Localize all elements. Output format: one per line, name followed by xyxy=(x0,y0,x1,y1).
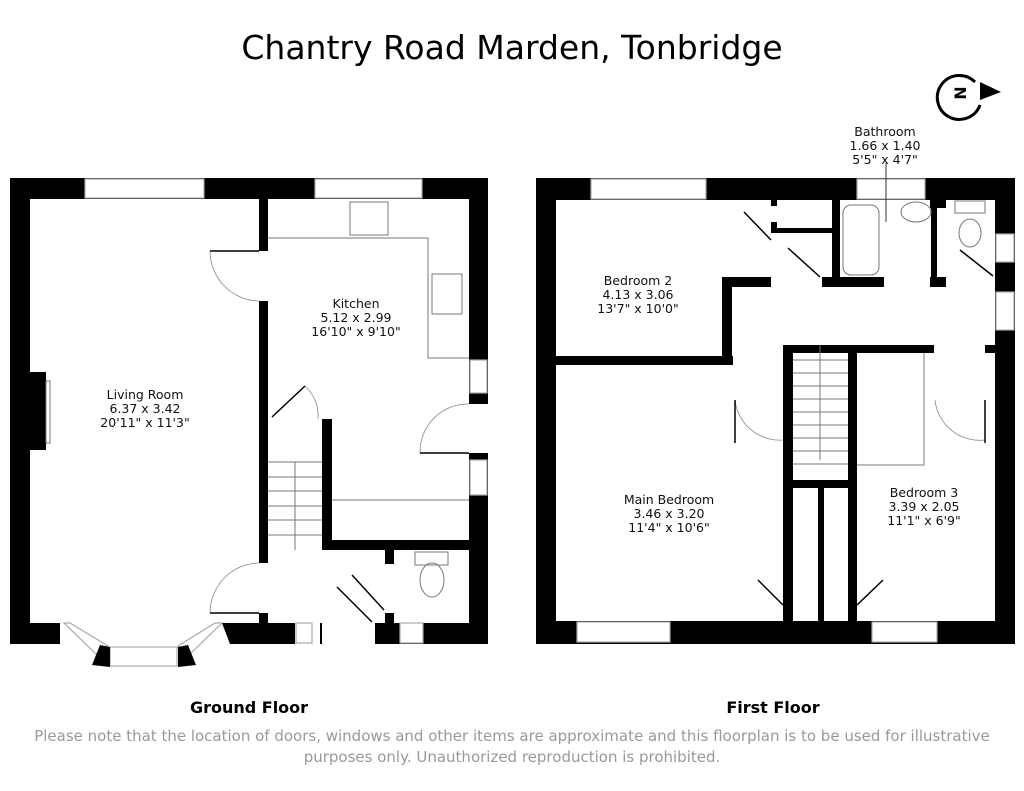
room-metric: 4.13 x 3.06 xyxy=(602,287,674,302)
room-imperial: 11'4" x 10'6" xyxy=(628,520,710,535)
room-label-living-room: Living Room 6.37 x 3.42 20'11" x 11'3" xyxy=(100,388,189,430)
room-label-bathroom: Bathroom 1.66 x 1.40 5'5" x 4'7" xyxy=(849,125,920,167)
room-metric: 1.66 x 1.40 xyxy=(849,138,921,153)
room-metric: 3.39 x 2.05 xyxy=(888,499,960,514)
room-name: Main Bedroom xyxy=(623,492,715,507)
ground-floor-plan xyxy=(10,178,489,667)
window xyxy=(314,178,423,199)
first-floor-label: First Floor xyxy=(726,698,820,717)
room-metric: 5.12 x 2.99 xyxy=(320,310,392,325)
room-name: Living Room xyxy=(106,387,184,402)
room-metric: 3.46 x 3.20 xyxy=(633,506,705,521)
room-imperial: 5'5" x 4'7" xyxy=(852,152,918,167)
room-imperial: 20'11" x 11'3" xyxy=(100,415,190,430)
disclaimer-line-2: purposes only. Unauthorized reproduction… xyxy=(303,748,721,766)
room-name: Kitchen xyxy=(332,296,380,311)
room-imperial: 16'10" x 9'10" xyxy=(311,324,401,339)
window xyxy=(84,178,205,199)
ground-floor-label: Ground Floor xyxy=(189,698,309,717)
room-metric: 6.37 x 3.42 xyxy=(109,401,181,416)
room-label-main-bedroom: Main Bedroom 3.46 x 3.20 11'4" x 10'6" xyxy=(624,493,714,535)
disclaimer-line-1: Please note that the location of doors, … xyxy=(34,727,990,745)
room-label-bedroom-3: Bedroom 3 3.39 x 2.05 11'1" x 6'9" xyxy=(887,486,960,528)
first-floor-plan xyxy=(536,163,1015,644)
room-imperial: 13'7" x 10'0" xyxy=(597,301,679,316)
room-name: Bathroom xyxy=(854,124,916,139)
room-name: Bedroom 2 xyxy=(603,273,673,288)
svg-text:N: N xyxy=(951,86,970,99)
north-arrow-icon: N xyxy=(935,73,1001,121)
room-name: Bedroom 3 xyxy=(889,485,959,500)
plan-title: Chantry Road Marden, Tonbridge xyxy=(241,28,783,67)
room-label-bedroom-2: Bedroom 2 4.13 x 3.06 13'7" x 10'0" xyxy=(597,274,678,316)
room-imperial: 11'1" x 6'9" xyxy=(887,513,961,528)
room-label-kitchen: Kitchen 5.12 x 2.99 16'10" x 9'10" xyxy=(311,297,400,339)
disclaimer: Please note that the location of doors, … xyxy=(0,726,1024,768)
